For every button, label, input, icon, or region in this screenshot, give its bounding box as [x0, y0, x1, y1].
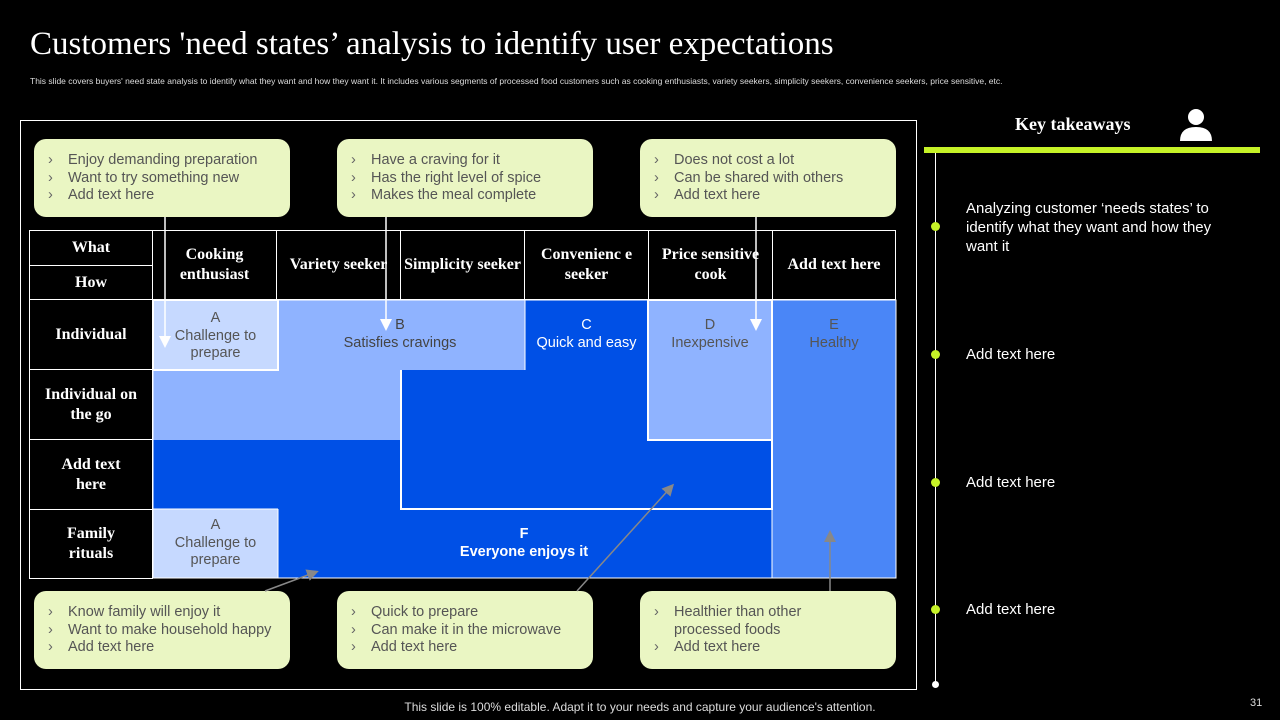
accent-bar [924, 147, 1260, 153]
row-header: Add text here [29, 439, 153, 510]
chevron-icon: › [48, 169, 53, 186]
takeaway-text: Add text here [966, 346, 1056, 363]
key-takeaways-title: Key takeaways [1015, 114, 1131, 134]
segment-f-label: F Everyone enjoys it [410, 526, 638, 561]
chevron-icon: › [48, 639, 53, 655]
callout-item: ›Know family will enjoy it [48, 604, 221, 620]
callout-item: ›Add text here [654, 187, 761, 203]
slide-title: Customers 'need states’ analysis to iden… [30, 26, 834, 62]
column-header: Add text here [772, 230, 896, 300]
chevron-icon: › [48, 621, 53, 638]
callout-cooking: ›Enjoy demanding preparation ›Want to tr… [34, 139, 290, 217]
callout-healthy: ›Healthier than other processed foods ›A… [640, 591, 896, 669]
callout-item: ›Add text here [654, 639, 761, 655]
chevron-icon: › [48, 187, 53, 203]
segment-letter: B [395, 317, 405, 333]
callout-item: ›Add text here [351, 639, 458, 655]
segment-text: Quick and easy [536, 334, 637, 351]
segment-a2-region [153, 509, 278, 578]
segment-b-label: B Satisfies cravings [300, 317, 500, 352]
chevron-icon: › [351, 604, 356, 620]
what-header: What [29, 230, 153, 266]
segment-text: Challenge to prepare [174, 534, 257, 569]
callout-item: ›Enjoy demanding preparation [48, 152, 258, 168]
callout-item: ›Can make it in the microwave [351, 621, 562, 638]
column-header: Convenienc e seeker [524, 230, 649, 300]
timeline-line [935, 153, 936, 685]
chevron-icon: › [654, 152, 659, 168]
row-header: Individual on the go [29, 369, 153, 440]
callout-item: ›Has the right level of spice [351, 169, 542, 186]
callout-item: ›Have a craving for it [351, 152, 500, 168]
column-header: Variety seeker [276, 230, 401, 300]
segment-letter: A [210, 310, 221, 326]
callout-item: ›Makes the meal complete [351, 187, 537, 203]
diagram-frame [20, 120, 917, 690]
timeline-dot [931, 478, 940, 487]
segment-a1-label: A Challenge to prepare [153, 310, 278, 363]
timeline-dot [931, 605, 940, 614]
segment-b-region [153, 300, 525, 440]
callout-item: ›Add text here [48, 187, 155, 203]
callout-item: ›Want to try something new [48, 169, 240, 186]
segment-letter: D [704, 317, 716, 333]
slide-subtitle: This slide covers buyers' need state ana… [30, 76, 1003, 86]
segment-letter: E [829, 317, 839, 333]
column-header: Cooking enthusiast [152, 230, 277, 300]
column-header: Simplicity seeker [400, 230, 525, 300]
row-header: Family rituals [29, 509, 153, 579]
timeline-end-dot [932, 681, 939, 688]
callout-variety: ›Have a craving for it ›Has the right le… [337, 139, 593, 217]
callout-convenience: ›Quick to prepare ›Can make it in the mi… [337, 591, 593, 669]
user-icon [1180, 109, 1212, 141]
segment-a2-label: A Challenge to prepare [153, 517, 278, 570]
how-header: How [29, 265, 153, 300]
segment-text: Healthy [809, 334, 859, 351]
chevron-icon: › [654, 169, 659, 186]
page-number: 31 [1250, 697, 1263, 709]
takeaway-text: Analyzing customer ‘needs states’ to ide… [966, 200, 1212, 255]
callout-item: ›Does not cost a lot [654, 152, 795, 168]
callout-item: ›Want to make household happy [48, 621, 272, 638]
segment-c-label: C Quick and easy [525, 317, 648, 352]
timeline-dot [931, 222, 940, 231]
segment-text: Challenge to prepare [174, 327, 257, 362]
takeaway-text: Add text here [966, 474, 1056, 491]
callout-item: ›Add text here [48, 639, 155, 655]
segment-text: Satisfies cravings [343, 334, 457, 351]
chevron-icon: › [48, 152, 53, 168]
chevron-icon: › [351, 169, 356, 186]
callout-item: ›Quick to prepare [351, 604, 479, 620]
segment-letter: A [210, 517, 221, 533]
segment-letter: F [519, 526, 529, 542]
chevron-icon: › [351, 621, 356, 638]
segment-text: Everyone enjoys it [459, 543, 589, 560]
chevron-icon: › [48, 604, 53, 620]
chevron-icon: › [351, 639, 356, 655]
callout-price: ›Does not cost a lot ›Can be shared with… [640, 139, 896, 217]
segment-e-label: E Healthy [772, 317, 896, 352]
segment-letter: C [581, 317, 592, 333]
callout-item: ›Healthier than other processed foods [654, 604, 802, 638]
chevron-icon: › [654, 639, 659, 655]
chevron-icon: › [654, 187, 659, 203]
segment-c-region [525, 300, 648, 370]
segment-d-label: D Inexpensive [648, 317, 772, 352]
segment-text: Inexpensive [671, 334, 749, 351]
row-header: Individual [29, 299, 153, 370]
callout-family: ›Know family will enjoy it ›Want to make… [34, 591, 290, 669]
footer-note: This slide is 100% editable. Adapt it to… [404, 700, 876, 714]
column-header: Price sensitive cook [648, 230, 773, 300]
callout-item: ›Can be shared with others [654, 169, 844, 186]
timeline-dot [931, 350, 940, 359]
chevron-icon: › [351, 187, 356, 203]
chevron-icon: › [351, 152, 356, 168]
takeaway-text: Add text here [966, 601, 1056, 618]
chevron-icon: › [654, 604, 659, 620]
